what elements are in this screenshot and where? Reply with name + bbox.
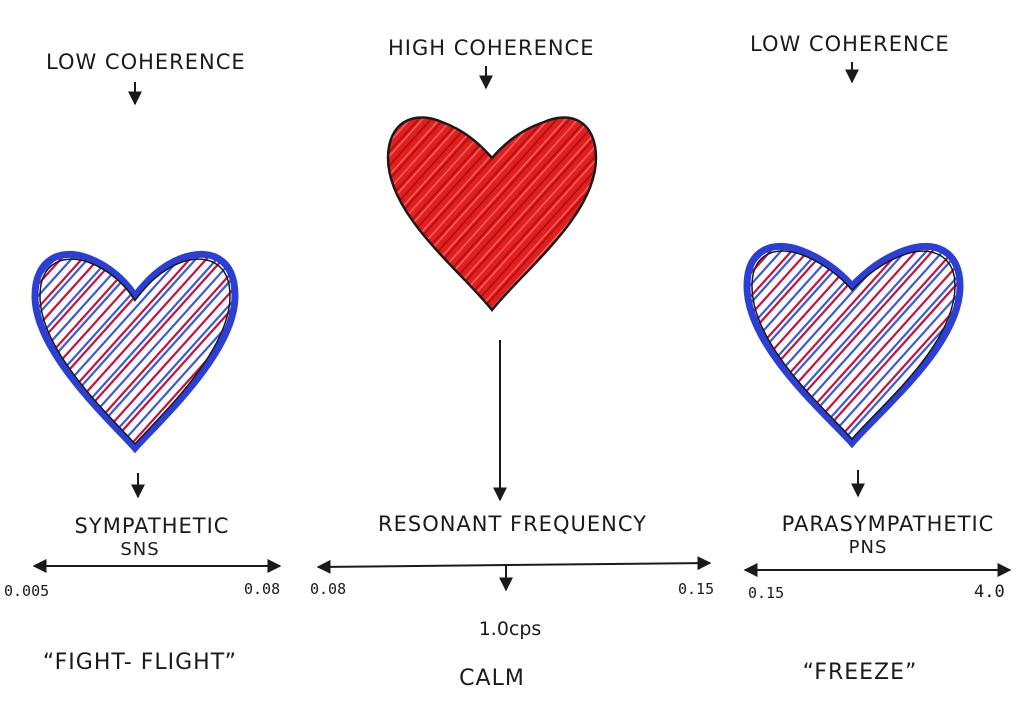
hatch-stroke — [388, 117, 474, 310]
hatch-stroke — [454, 117, 596, 310]
center-system-label: Resonant Frequency — [378, 512, 647, 536]
right-system-label: Parasympathetic — [781, 512, 995, 536]
hatch-stroke — [747, 246, 809, 443]
hatch-stroke — [388, 117, 411, 310]
hatch-stroke — [35, 254, 108, 448]
hatch-stroke — [232, 254, 235, 448]
hatch-stroke — [747, 246, 782, 443]
hatch-stroke — [35, 254, 152, 448]
hatch-stroke — [211, 254, 235, 448]
left-state-label: “Fight- Flight” — [42, 650, 238, 675]
right-range-min: 0.15 — [748, 584, 785, 602]
hatch-stroke — [475, 117, 596, 310]
left-range-max: 0.08 — [244, 580, 281, 598]
right-system-abbr: PNS — [848, 537, 888, 558]
hatch-stroke — [479, 117, 596, 310]
right-coherence-label: Low Coherence — [750, 32, 950, 56]
hatch-stroke — [571, 117, 596, 310]
hatch-stroke — [584, 117, 596, 310]
hatch-stroke — [542, 240, 727, 445]
hatch-stroke — [747, 246, 793, 443]
hatch-stroke — [35, 254, 125, 448]
hatch-stroke — [837, 246, 960, 443]
hatch-stroke — [103, 254, 235, 448]
hatch-stroke — [747, 246, 830, 443]
hatch-stroke — [458, 117, 596, 310]
center-range-min: 0.08 — [310, 580, 347, 598]
hatch-stroke — [747, 246, 749, 443]
hatch-stroke — [35, 254, 92, 448]
hatch-stroke — [388, 117, 470, 310]
hatch-stroke — [0, 250, 26, 450]
hatch-stroke — [87, 254, 235, 448]
center-coherence-label: High Coherence — [388, 36, 595, 60]
range-line-center — [316, 556, 712, 574]
hatch-stroke — [222, 254, 235, 448]
hatch-stroke — [553, 240, 738, 445]
hatch-stroke — [97, 254, 235, 448]
hatch-stroke — [388, 117, 441, 310]
hatch-stroke — [580, 117, 596, 310]
hatch-stroke — [466, 117, 596, 310]
heart-left-icon — [0, 250, 239, 454]
hatch-stroke — [437, 117, 596, 310]
hatch-stroke — [388, 117, 407, 310]
hatch-stroke — [0, 250, 15, 450]
center-state-label: Calm — [459, 666, 525, 691]
hatch-stroke — [35, 254, 119, 448]
hatch-stroke — [747, 246, 820, 443]
hatch-stroke — [821, 246, 960, 443]
left-range-min: 0.005 — [4, 582, 50, 600]
hatch-stroke — [794, 246, 960, 443]
hatch-stroke — [388, 117, 449, 310]
center-marker-value: 1.0cps — [478, 618, 542, 640]
hatch-stroke — [388, 117, 453, 310]
hatch-stroke — [388, 117, 399, 310]
hatch-stroke — [388, 117, 462, 310]
hatch-stroke — [388, 117, 504, 310]
hatch-stroke — [831, 246, 960, 443]
right-state-label: “Freeze” — [802, 660, 918, 685]
heart-center-icon — [386, 116, 598, 312]
right-range-max: 4.0 — [974, 582, 1005, 602]
center-range-max: 0.15 — [678, 580, 715, 598]
hatch-stroke — [114, 254, 235, 448]
hatch-stroke — [747, 246, 836, 443]
hatch-stroke — [445, 117, 596, 310]
hatch-stroke — [35, 254, 81, 448]
hatch-stroke — [747, 246, 755, 443]
hatch-stroke — [35, 254, 38, 448]
hatch-stroke — [810, 246, 960, 443]
left-coherence-label: Low Coherence — [46, 50, 246, 74]
hatch-stroke — [388, 117, 428, 310]
left-system-abbr: SNS — [120, 539, 160, 560]
hatch-stroke — [956, 246, 960, 443]
hatch-stroke — [35, 254, 98, 448]
heart-right-icon — [542, 240, 964, 449]
hatch-stroke — [388, 117, 432, 310]
left-system-label: Sympathetic — [74, 514, 230, 538]
hatch-stroke — [747, 246, 803, 443]
hatch-stroke — [747, 246, 766, 443]
